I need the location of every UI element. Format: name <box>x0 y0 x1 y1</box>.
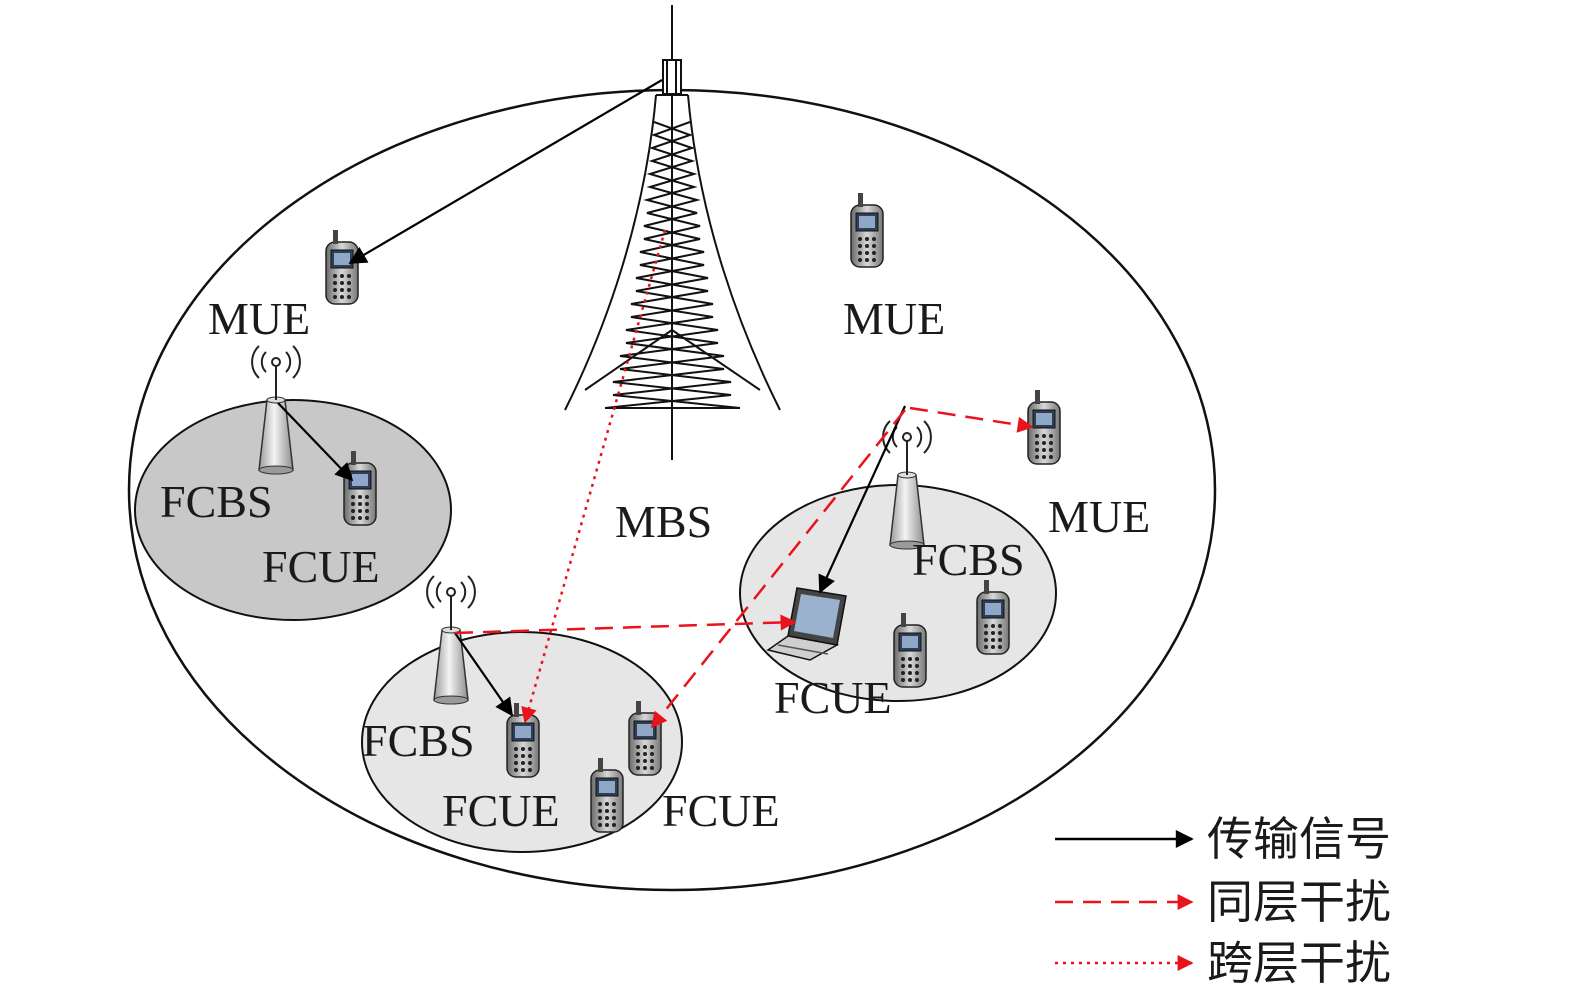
label-fcue-right: FCUE <box>774 672 892 723</box>
signal-fcbs-left-to-fcue <box>277 402 354 482</box>
mue-right-phone-icon <box>1027 389 1061 465</box>
legend-cross-tier-label: 跨层干扰 <box>1207 936 1391 990</box>
signal-fcbs-right-to-laptop <box>818 405 907 594</box>
signal-mbs-to-mue <box>348 79 663 264</box>
femto-cell-left <box>134 399 452 621</box>
cross-tier-interference <box>521 229 667 724</box>
co-tier-interference-to-fcue <box>651 409 906 729</box>
label-fcbs-right: FCBS <box>912 534 1025 585</box>
legend-co-tier-label: 同层干扰 <box>1207 875 1391 929</box>
co-tier-interference-to-laptop <box>454 614 797 635</box>
label-mue-right: MUE <box>1048 491 1150 542</box>
macro-tower-icon <box>564 5 781 460</box>
signal-fcbs-bottom-to-fcue <box>454 632 514 717</box>
label-fcue-bottom-1: FCUE <box>442 785 560 836</box>
label-fcbs-left: FCBS <box>160 476 273 527</box>
legend-transmit-label: 传输信号 <box>1207 812 1391 866</box>
label-fcue-bottom-2: FCUE <box>662 785 780 836</box>
label-mue-center: MUE <box>843 293 945 344</box>
mue-left-phone-icon <box>325 229 359 305</box>
co-tier-interference-to-mue <box>909 406 1034 433</box>
legend: 传输信号 同层干扰 跨层干扰 <box>1055 812 1391 990</box>
laptop-icon <box>766 587 847 661</box>
label-fcbs-bottom: FCBS <box>362 715 475 766</box>
mue-center-phone-icon <box>850 192 884 268</box>
label-fcue-left: FCUE <box>262 541 380 592</box>
label-mbs: MBS <box>615 496 712 547</box>
label-mue-left: MUE <box>208 293 310 344</box>
